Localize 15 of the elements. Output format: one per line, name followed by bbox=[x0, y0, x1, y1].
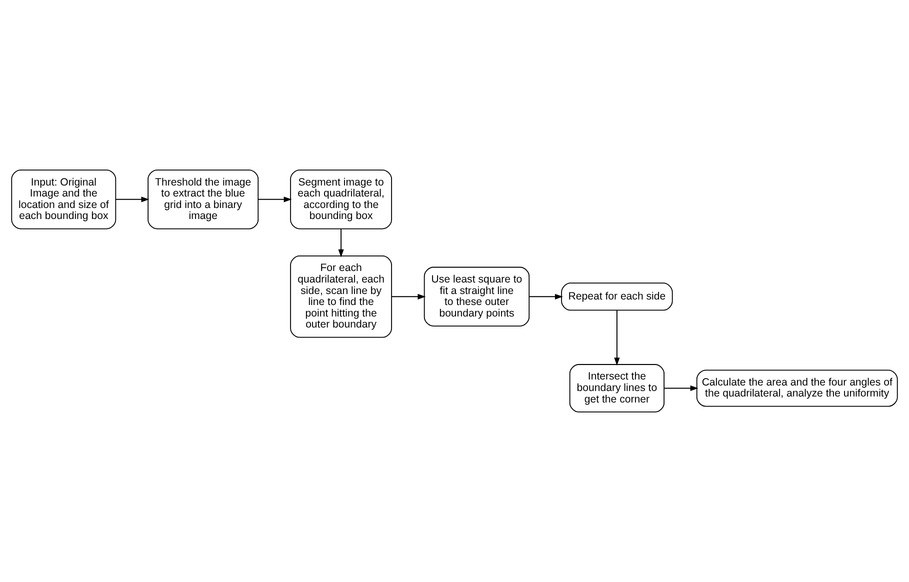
node-box: Calculate the area and the four angles of the quadrilateral, analyze the uniformity bbox=[696, 370, 898, 407]
arrow bbox=[528, 294, 563, 300]
node-box: Use least square to fit a straight line to these outer boundary points bbox=[424, 266, 530, 326]
arrow bbox=[614, 310, 620, 366]
arrow bbox=[258, 196, 292, 202]
arrow bbox=[338, 228, 344, 258]
node-box: Intersect the boundary lines to get the corner bbox=[569, 364, 664, 412]
node-box: Threshold the image to extract the blue grid into a binary image bbox=[148, 170, 259, 230]
arrow bbox=[664, 385, 698, 392]
arrow bbox=[115, 196, 150, 202]
node-box: Repeat for each side bbox=[561, 282, 673, 311]
node-box: Input: Original Image and the location and size of each bounding box bbox=[11, 170, 116, 230]
node-box: Segment image to each quadrilateral, according to the bounding box bbox=[290, 170, 392, 230]
arrow bbox=[391, 294, 426, 300]
node-box: For each quadrilateral, each side, scan line by line to find the point hitting the outer boundary bbox=[290, 256, 392, 338]
